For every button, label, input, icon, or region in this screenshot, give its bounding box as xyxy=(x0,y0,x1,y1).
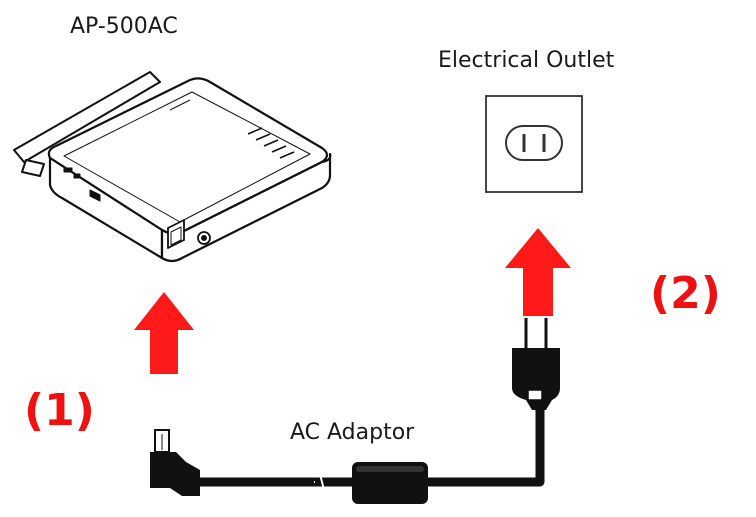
up-arrow-2-icon xyxy=(505,228,571,316)
device-label: AP-500AC xyxy=(70,14,178,39)
router-device-icon xyxy=(13,71,332,263)
dc-connector-icon xyxy=(150,429,200,496)
power-brick-icon xyxy=(352,462,428,504)
ac-adaptor-icon xyxy=(196,410,545,491)
step-1-label: (1) xyxy=(24,385,95,436)
adaptor-label: AC Adaptor xyxy=(290,420,415,445)
outlet-label: Electrical Outlet xyxy=(438,48,615,73)
up-arrow-1-icon xyxy=(134,292,194,374)
step-2-label: (2) xyxy=(650,268,721,319)
electrical-outlet-icon xyxy=(485,95,583,193)
ac-adaptor-plug-icon xyxy=(512,318,560,410)
